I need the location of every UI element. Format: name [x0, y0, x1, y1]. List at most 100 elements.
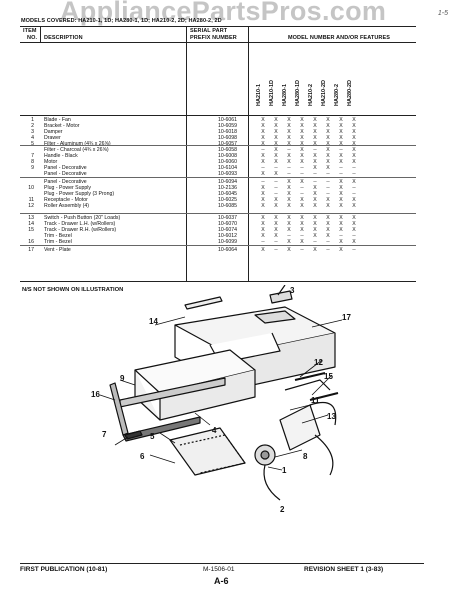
- model-fit-mark: X: [339, 117, 343, 123]
- model-fit-mark: X: [287, 159, 291, 165]
- model-column-label: HA280-1: [282, 83, 288, 106]
- model-fit-mark: --: [352, 171, 356, 177]
- model-fit-mark: --: [300, 165, 304, 171]
- callout-9: 9: [120, 374, 125, 383]
- model-fit-mark: X: [352, 227, 356, 233]
- callout-12: 12: [314, 358, 323, 367]
- part-description: Roller Assembly (4): [44, 203, 89, 209]
- part-number: 10-2136: [218, 185, 238, 191]
- model-fit-mark: X: [300, 117, 304, 123]
- model-fit-mark: X: [313, 165, 317, 171]
- model-fit-mark: X: [287, 153, 291, 159]
- model-fit-mark: X: [326, 203, 330, 209]
- model-fit-mark: X: [300, 215, 304, 221]
- model-fit-mark: X: [352, 203, 356, 209]
- model-fit-mark: X: [352, 153, 356, 159]
- item-number: 8: [31, 159, 34, 165]
- model-fit-mark: X: [300, 135, 304, 141]
- model-fit-mark: X: [287, 197, 291, 203]
- item-number: 4: [31, 135, 34, 141]
- model-fit-mark: X: [326, 129, 330, 135]
- model-fit-mark: X: [287, 191, 291, 197]
- model-fit-mark: X: [274, 227, 278, 233]
- model-fit-mark: X: [326, 135, 330, 141]
- part-number: 10-6098: [218, 135, 238, 141]
- part-number: 10-6093: [218, 171, 238, 177]
- model-fit-mark: X: [261, 233, 265, 239]
- model-fit-mark: X: [300, 141, 304, 147]
- part-description: Plug - Power Supply (3 Prong): [44, 191, 115, 197]
- part-description: Plug - Power Supply: [44, 185, 91, 191]
- models-covered: MODELS COVERED: HA210-1, 1D; HA280-1, 1D…: [21, 18, 222, 24]
- model-fit-mark: X: [261, 135, 265, 141]
- model-fit-mark: X: [326, 147, 330, 153]
- model-fit-mark: X: [326, 221, 330, 227]
- model-fit-mark: --: [300, 233, 304, 239]
- model-fit-mark: X: [352, 197, 356, 203]
- model-fit-mark: X: [339, 247, 343, 253]
- item-number: 2: [31, 123, 34, 129]
- serial-part-header-2: PREFIX NUMBER: [190, 35, 237, 41]
- part-description: Receptacle - Motor: [44, 197, 88, 203]
- model-fit-mark: X: [261, 227, 265, 233]
- part-number: 10-6018: [218, 129, 238, 135]
- model-fit-mark: X: [261, 247, 265, 253]
- model-fit-mark: X: [274, 141, 278, 147]
- model-fit-mark: --: [326, 185, 330, 191]
- model-fit-mark: X: [261, 153, 265, 159]
- model-fit-mark: --: [300, 247, 304, 253]
- model-fit-mark: X: [274, 147, 278, 153]
- model-fit-mark: X: [339, 123, 343, 129]
- model-fit-mark: --: [274, 185, 278, 191]
- part-number: 10-6037: [218, 215, 238, 221]
- model-fit-mark: X: [300, 197, 304, 203]
- model-fit-mark: X: [274, 135, 278, 141]
- callout-16: 16: [91, 390, 100, 399]
- model-fit-mark: --: [300, 171, 304, 177]
- model-fit-mark: X: [352, 129, 356, 135]
- model-fit-mark: X: [313, 215, 317, 221]
- model-fit-mark: X: [326, 233, 330, 239]
- part-number: 10-6070: [218, 221, 238, 227]
- model-fit-mark: X: [287, 203, 291, 209]
- footnote: N/S NOT SHOWN ON ILLUSTRATION: [22, 287, 124, 293]
- page-number: A-6: [214, 576, 229, 586]
- part-number: 10-6064: [218, 247, 238, 253]
- model-fit-mark: X: [313, 141, 317, 147]
- callout-17: 17: [342, 313, 351, 322]
- item-number: 10: [28, 185, 34, 191]
- item-number: 9: [31, 165, 34, 171]
- model-fit-mark: X: [274, 159, 278, 165]
- model-column-label: HA210-2: [308, 83, 314, 106]
- item-number: 17: [28, 247, 34, 253]
- model-fit-mark: X: [261, 185, 265, 191]
- model-fit-mark: X: [287, 179, 291, 185]
- model-fit-mark: X: [261, 171, 265, 177]
- model-fit-mark: X: [352, 221, 356, 227]
- part-number: 10-6074: [218, 227, 238, 233]
- model-fit-mark: X: [326, 197, 330, 203]
- model-fit-mark: X: [300, 153, 304, 159]
- revision-sheet: REVISION SHEET 1 (3-83): [304, 566, 384, 573]
- model-fit-mark: X: [339, 135, 343, 141]
- model-fit-mark: --: [274, 165, 278, 171]
- part-description: Bracket - Motor: [44, 123, 80, 129]
- callout-3: 3: [290, 286, 295, 295]
- model-column-header: HA210-2: [308, 72, 317, 112]
- callout-14: 14: [149, 317, 158, 326]
- model-column-header: HA280-2D: [347, 72, 356, 112]
- model-fit-mark: X: [313, 227, 317, 233]
- model-fit-mark: --: [274, 179, 278, 185]
- model-column-header: HA210-1D: [269, 72, 278, 112]
- model-fit-mark: X: [339, 227, 343, 233]
- model-fit-mark: X: [300, 239, 304, 245]
- table-row: Filter - Charcoal (4¾ x 26⅝)10-6058--X--…: [22, 147, 402, 153]
